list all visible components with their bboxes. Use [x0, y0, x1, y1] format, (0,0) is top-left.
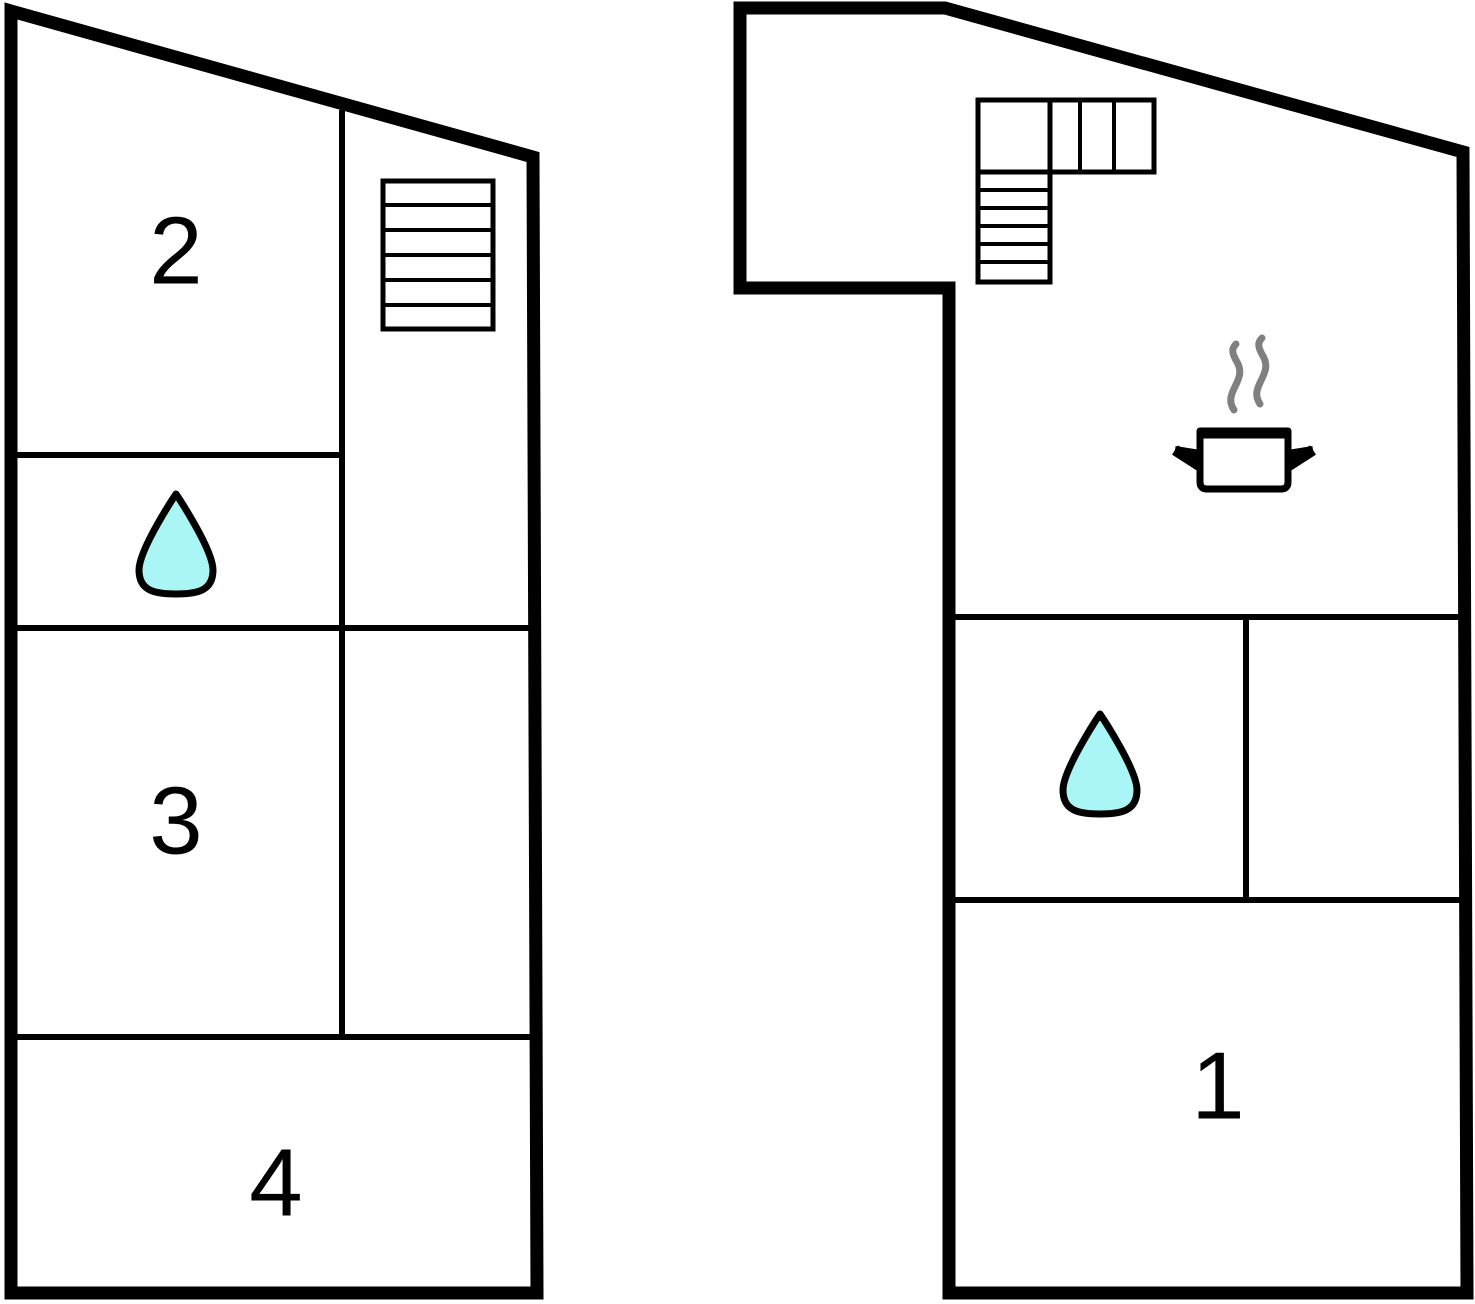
room-number-1: 1	[1191, 1032, 1244, 1139]
room-number-3: 3	[149, 767, 202, 874]
stairs-icon	[380, 178, 496, 332]
ground-floor-interior-walls	[948, 614, 1463, 903]
room-number-4: 4	[249, 1129, 302, 1236]
upper-floor-outline	[4, 2, 544, 1300]
stairs-icon	[975, 97, 1157, 285]
cooking-pot-icon	[1172, 334, 1316, 493]
upper-floor-plan: 2 3 4	[4, 2, 544, 1300]
water-drop-icon	[1059, 710, 1141, 818]
water-drop-icon	[135, 490, 217, 598]
room-number-2: 2	[149, 197, 202, 304]
upper-floor-interior-walls	[11, 110, 534, 1040]
ground-floor-plan: 1	[733, 1, 1474, 1300]
ground-floor-outline	[733, 1, 1474, 1300]
